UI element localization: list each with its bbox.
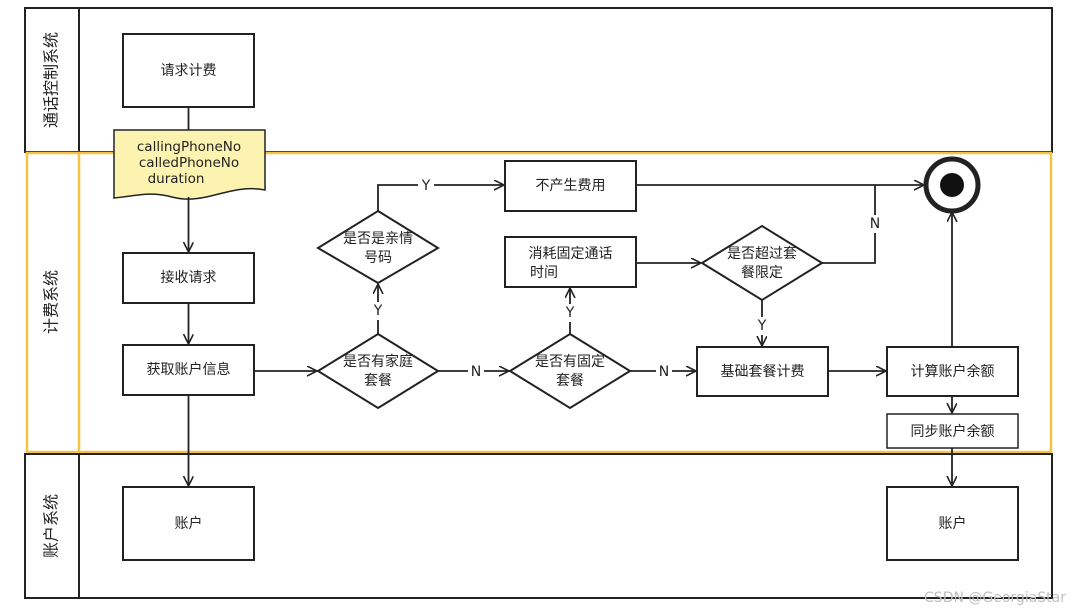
decision-family-number: 是否是亲情 号码: [316, 209, 440, 285]
edge-label-y-consume-time: Y: [565, 305, 575, 321]
svg-text:是否有家庭: 是否有家庭: [343, 353, 413, 370]
node-no-charge: 不产生费用: [504, 160, 637, 212]
node-consume-fixed-time: 消耗固定通话 时间: [504, 236, 637, 288]
svg-text:请求计费: 请求计费: [161, 63, 217, 79]
svg-text:套餐: 套餐: [364, 373, 392, 389]
edge-label-n-fixed-plan: N: [471, 364, 481, 380]
svg-text:不产生费用: 不产生费用: [536, 178, 606, 194]
edge-label-y-no-charge: Y: [421, 178, 431, 194]
svg-text:是否有固定: 是否有固定: [535, 354, 605, 370]
decision-family-plan: 是否有家庭 套餐: [316, 332, 440, 410]
svg-text:callingPhoneNo: callingPhoneNo: [137, 139, 241, 155]
svg-text:号码: 号码: [364, 250, 392, 266]
node-basic-plan-billing: 基础套餐计费: [696, 346, 829, 397]
svg-text:同步账户余额: 同步账户余额: [911, 423, 995, 440]
edge-labels: Y Y Y Y N N N: [371, 176, 883, 381]
edge-label-n-basic-billing: N: [659, 364, 669, 380]
edge-label-n-end: N: [870, 216, 880, 232]
lane-billing-label: 计费系统: [42, 270, 61, 334]
svg-text:获取账户信息: 获取账户信息: [147, 361, 231, 378]
svg-text:是否超过套: 是否超过套: [727, 246, 797, 262]
node-request-billing: 请求计费: [122, 33, 255, 108]
svg-text:餐限定: 餐限定: [741, 265, 783, 281]
node-call-params-document: callingPhoneNo calledPhoneNo duration: [113, 129, 266, 200]
decision-exceed-limit: 是否超过套 餐限定: [700, 224, 824, 302]
decision-fixed-plan: 是否有固定 套餐: [508, 332, 632, 410]
svg-text:基础套餐计费: 基础套餐计费: [721, 363, 805, 380]
svg-text:账户: 账户: [939, 515, 967, 532]
svg-text:是否是亲情: 是否是亲情: [343, 231, 413, 247]
svg-text:接收请求: 接收请求: [161, 269, 217, 286]
svg-text:账户: 账户: [175, 515, 203, 532]
lane-call-control-label: 通话控制系统: [42, 32, 61, 128]
node-receive-request: 接收请求: [122, 252, 255, 304]
edge-label-y-family-number: Y: [373, 303, 383, 319]
svg-text:duration: duration: [148, 171, 205, 187]
node-sync-balance: 同步账户余额: [886, 413, 1019, 449]
lane-account-label: 账户系统: [42, 494, 61, 558]
node-account-right: 账户: [886, 486, 1019, 561]
svg-text:calledPhoneNo: calledPhoneNo: [139, 155, 239, 171]
end-node: [923, 156, 981, 214]
edge-label-y-basic-billing: Y: [757, 318, 767, 334]
svg-text:套餐: 套餐: [556, 373, 584, 389]
svg-text:消耗固定通话: 消耗固定通话: [529, 246, 613, 262]
svg-text:计算账户余额: 计算账户余额: [911, 363, 995, 380]
node-calc-balance: 计算账户余额: [886, 346, 1019, 397]
watermark: CSDN @GeorgiaStar: [924, 590, 1066, 606]
node-account-left: 账户: [122, 486, 255, 561]
node-get-account-info: 获取账户信息: [122, 344, 255, 396]
svg-text:时间: 时间: [530, 265, 558, 281]
